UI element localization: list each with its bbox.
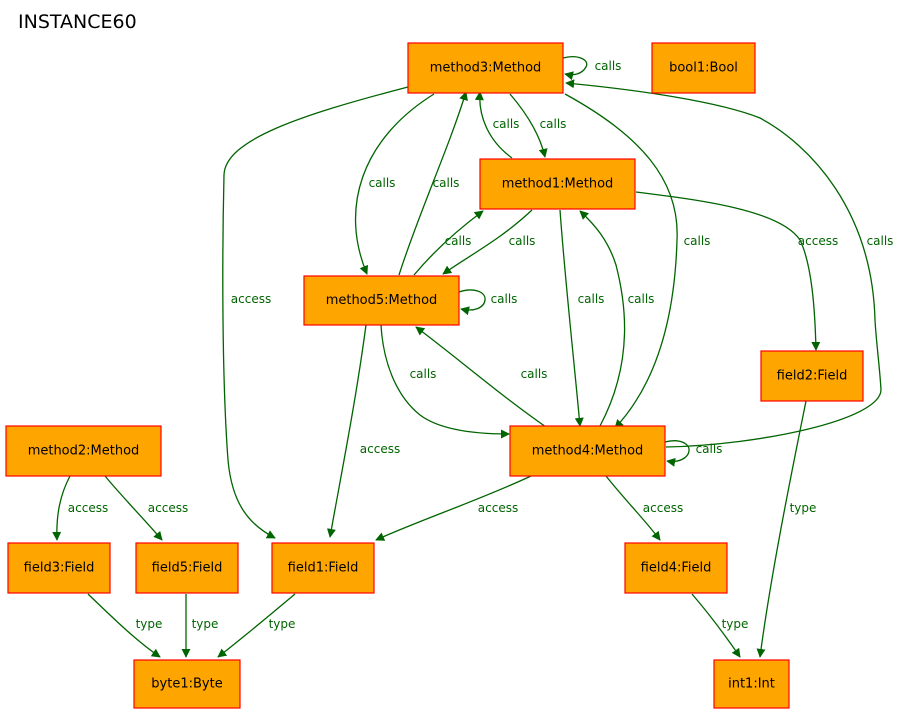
node-label: method3:Method: [430, 61, 542, 76]
edge-label: access: [798, 234, 838, 248]
edge-label: calls: [684, 234, 711, 248]
edge-label: access: [478, 501, 518, 515]
edge-label: access: [360, 442, 400, 456]
node-label: method1:Method: [502, 177, 614, 192]
edge-label: type: [269, 617, 296, 631]
edge-label: calls: [445, 234, 472, 248]
edge-method5-method4: calls: [380, 324, 510, 439]
node-label: method5:Method: [326, 293, 438, 308]
node-label: method4:Method: [532, 444, 644, 459]
edge-method5-method1: calls: [413, 210, 484, 276]
node-field3[interactable]: field3:Field: [7, 542, 111, 594]
edge-label: type: [136, 617, 163, 631]
edge-method4-field4: access: [605, 475, 683, 541]
edge-label: calls: [867, 234, 894, 248]
node-label: field3:Field: [24, 561, 95, 576]
edge-label: access: [231, 292, 271, 306]
node-int1[interactable]: int1:Int: [713, 659, 790, 709]
node-bool1[interactable]: bool1:Bool: [651, 42, 756, 94]
edge-label: calls: [595, 59, 622, 73]
edge-label: calls: [491, 292, 518, 306]
edge-method1-method4: calls: [559, 209, 605, 427]
edge-method5-field1: access: [326, 324, 400, 538]
edge-label: access: [643, 501, 683, 515]
edge-label: calls: [410, 367, 437, 381]
edge-method4-method3: calls: [565, 79, 894, 448]
edge-field1-byte1: type: [217, 593, 296, 658]
edge-method1-field2: access: [635, 191, 838, 351]
node-field2[interactable]: field2:Field: [760, 350, 864, 402]
node-method3[interactable]: method3:Method: [407, 42, 564, 94]
edge-method4-method1: calls: [579, 210, 655, 427]
edge-method4-field1: access: [375, 475, 532, 541]
edge-field4-int1: type: [691, 593, 749, 658]
edge-label: calls: [493, 117, 520, 131]
edge-label: calls: [509, 234, 536, 248]
edge-method2-field5: access: [104, 475, 188, 541]
edge-method5-method5: calls: [458, 289, 518, 316]
node-label: field1:Field: [288, 561, 359, 576]
edge-label: access: [148, 501, 188, 515]
edge-label: calls: [433, 176, 460, 190]
edge-method3-method5: calls: [355, 93, 435, 275]
diagram-title: INSTANCE60: [18, 11, 137, 33]
node-label: field4:Field: [641, 561, 712, 576]
edge-method3-field1: access: [222, 86, 409, 539]
edge-field5-byte1: type: [181, 594, 219, 658]
edge-label: type: [722, 617, 749, 631]
edge-method5-method3: calls: [398, 91, 468, 276]
node-label: field2:Field: [777, 369, 848, 384]
edge-method1-method5: calls: [442, 209, 536, 275]
edge-label: calls: [578, 292, 605, 306]
edge-label: type: [790, 501, 817, 515]
edge-label: calls: [540, 117, 567, 131]
node-method4[interactable]: method4:Method: [509, 425, 666, 477]
node-field4[interactable]: field4:Field: [624, 542, 728, 594]
edge-method3-method1: calls: [509, 93, 567, 158]
edge-label: type: [192, 617, 219, 631]
node-label: int1:Int: [728, 677, 775, 692]
edge-method3-method3: calls: [562, 56, 622, 81]
edge-method2-field3: access: [52, 475, 108, 541]
node-label: method2:Method: [28, 444, 140, 459]
edge-method4-method5: calls: [415, 326, 548, 428]
node-label: bool1:Bool: [669, 61, 738, 76]
edge-method3-method4: calls: [564, 93, 711, 429]
node-label: field5:Field: [152, 561, 223, 576]
node-method1[interactable]: method1:Method: [479, 158, 636, 210]
edge-method4-method4: calls: [664, 440, 723, 467]
edge-label: calls: [521, 367, 548, 381]
node-byte1[interactable]: byte1:Byte: [133, 659, 241, 709]
edge-label: calls: [628, 292, 655, 306]
node-method2[interactable]: method2:Method: [5, 425, 162, 477]
edge-field3-byte1: type: [87, 593, 163, 658]
edge-label: calls: [369, 176, 396, 190]
node-field1[interactable]: field1:Field: [271, 542, 375, 594]
node-method5[interactable]: method5:Method: [303, 275, 460, 326]
node-label: byte1:Byte: [151, 677, 222, 692]
edge-label: calls: [696, 442, 723, 456]
edge-method1-method3: calls: [474, 91, 520, 159]
edge-field2-int1: type: [756, 400, 817, 658]
node-field5[interactable]: field5:Field: [135, 542, 239, 594]
edge-label: access: [68, 501, 108, 515]
